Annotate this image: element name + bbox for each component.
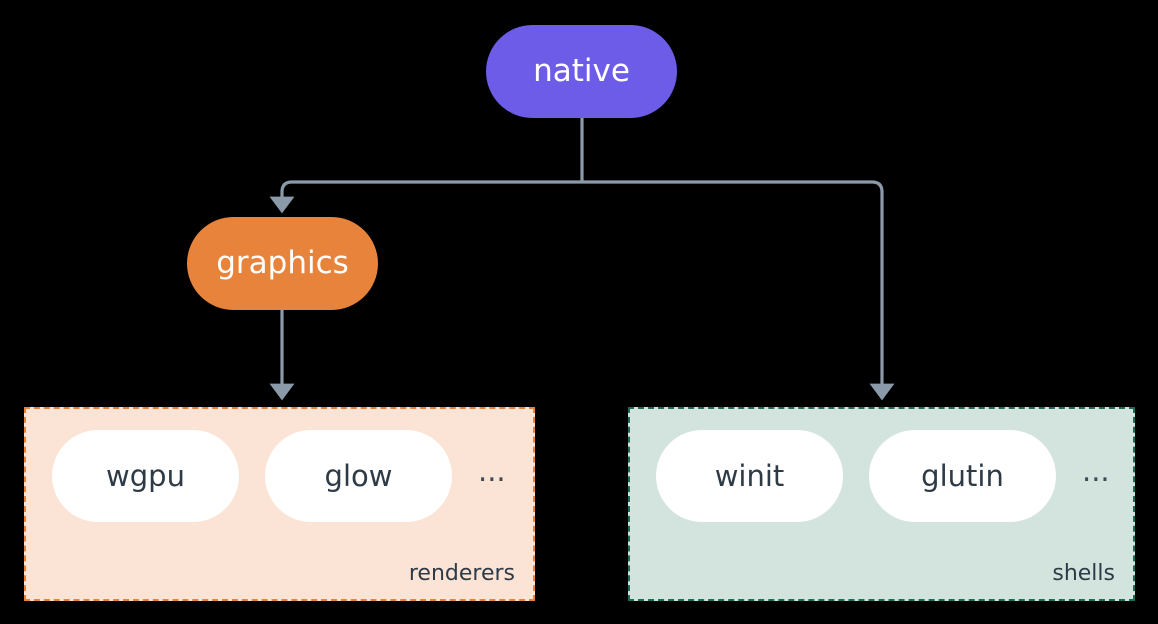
renderers-ellipsis: ... (478, 453, 506, 488)
node-glutin[interactable]: glutin (869, 430, 1056, 522)
node-winit[interactable]: winit (656, 430, 843, 522)
cluster-shells: winit glutin ... shells (628, 407, 1135, 601)
cluster-renderers-label: renderers (408, 561, 515, 586)
node-winit-label: winit (714, 458, 785, 493)
cluster-shells-label: shells (1052, 561, 1115, 586)
node-wgpu-label: wgpu (106, 458, 185, 493)
node-glow-label: glow (324, 458, 393, 493)
node-native-label: native (533, 53, 630, 89)
node-glutin-label: glutin (921, 458, 1004, 493)
node-glow[interactable]: glow (265, 430, 452, 522)
shells-ellipsis: ... (1082, 453, 1110, 488)
renderers-item-row: wgpu glow ... (52, 430, 506, 522)
cluster-renderers: wgpu glow ... renderers (24, 407, 535, 601)
node-native[interactable]: native (486, 25, 677, 118)
shells-item-row: winit glutin ... (656, 430, 1110, 522)
node-graphics[interactable]: graphics (187, 217, 378, 310)
node-graphics-label: graphics (216, 245, 349, 281)
node-wgpu[interactable]: wgpu (52, 430, 239, 522)
